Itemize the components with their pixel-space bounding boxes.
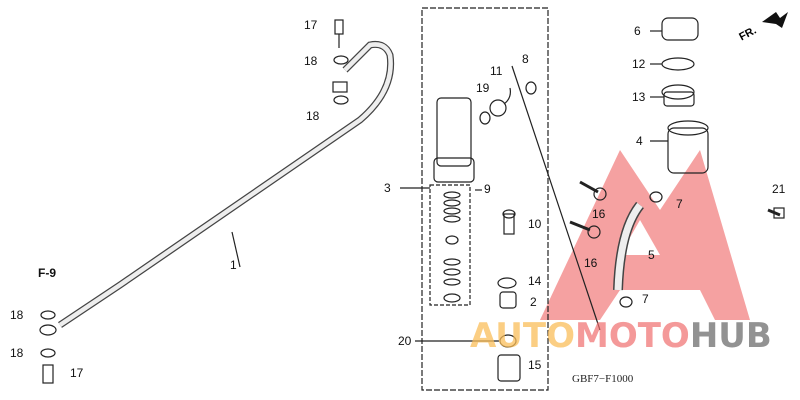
label-6: 6 bbox=[634, 24, 641, 38]
label-11: 11 bbox=[490, 64, 503, 78]
label-10: 10 bbox=[528, 217, 542, 231]
diagram-code: GBF7−F1000 bbox=[572, 373, 634, 385]
watermark-text: AUTOMOTOHUB bbox=[470, 316, 772, 356]
label-4: 4 bbox=[636, 134, 643, 148]
label-16: 16 bbox=[584, 256, 598, 270]
hose-1 bbox=[58, 41, 395, 328]
watermark-auto: AUTO bbox=[470, 316, 575, 356]
label-17: 17 bbox=[304, 18, 318, 32]
label-16: 16 bbox=[592, 207, 606, 221]
label-18: 18 bbox=[304, 54, 318, 68]
label-3: 3 bbox=[384, 181, 391, 195]
label-21: 21 bbox=[772, 182, 786, 196]
spring-9 bbox=[443, 191, 461, 303]
label-20: 20 bbox=[398, 334, 412, 348]
label-8: 8 bbox=[522, 52, 529, 66]
label-9: 9 bbox=[484, 182, 491, 196]
label-7: 7 bbox=[676, 197, 683, 211]
label-2: 2 bbox=[530, 295, 537, 309]
watermark-hub: HUB bbox=[689, 316, 772, 356]
label-5: 5 bbox=[648, 248, 655, 262]
label-14: 14 bbox=[528, 274, 542, 288]
label-f9: F-9 bbox=[38, 266, 56, 280]
watermark-moto: MOTO bbox=[574, 316, 690, 356]
label-19: 19 bbox=[476, 81, 490, 95]
front-arrow-icon bbox=[762, 12, 788, 28]
label-18: 18 bbox=[10, 308, 24, 322]
label-17: 17 bbox=[70, 366, 84, 380]
label-1: 1 bbox=[230, 258, 237, 272]
label-12: 12 bbox=[632, 57, 646, 71]
label-18: 18 bbox=[10, 346, 24, 360]
watermark-logo bbox=[540, 150, 750, 320]
label-15: 15 bbox=[528, 358, 542, 372]
label-7: 7 bbox=[642, 292, 649, 306]
label-13: 13 bbox=[632, 90, 646, 104]
label-18: 18 bbox=[306, 109, 320, 123]
